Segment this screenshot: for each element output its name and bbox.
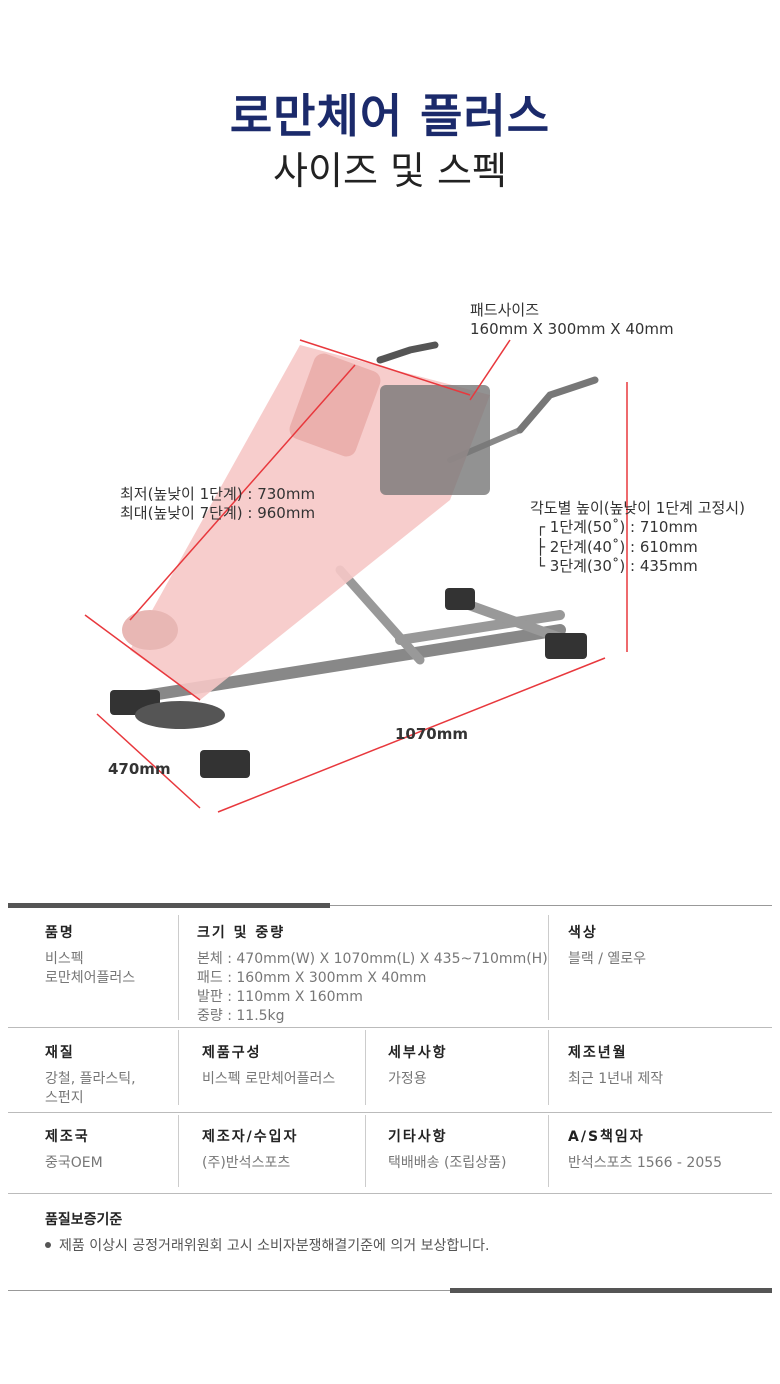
spec-value: 블랙 / 옐로우 [568,951,647,967]
quality-guarantee: 품질보증기준 제품 이상시 공정거래위원회 고시 소비자분쟁해결기준에 의거 보… [45,1209,489,1256]
length-arrow [217,657,606,813]
spec-value: 최근 1년내 제작 [568,1071,664,1087]
spec-heading: A/S책임자 [568,1129,645,1145]
spec-heading: 제조국 [45,1129,90,1145]
divider [178,1030,179,1105]
page-title: 로만체어 플러스 [229,89,551,143]
divider [178,1115,179,1187]
divider [178,915,179,1020]
angle-step-3: └ 3단계(30˚) : 435mm [536,557,698,575]
spec-value: 반석스포츠 1566 - 2055 [568,1155,723,1171]
divider [548,1030,549,1105]
quality-text: 제품 이상시 공정거래위원회 고시 소비자분쟁해결기준에 의거 보상합니다. [59,1238,490,1254]
roman-chair-image [110,341,599,778]
quality-heading: 품질보증기준 [45,1212,123,1228]
bullet-icon [45,1242,51,1248]
product-diagram [84,339,628,813]
divider [8,1027,772,1028]
angle-title: 각도별 높이(높낮이 1단계 고정시) [530,499,745,517]
spec-heading: 세부사항 [388,1045,448,1061]
width-label: 470mm [108,760,171,778]
divider [365,1115,366,1187]
spec-heading: 품명 [45,925,75,941]
width-arrow [96,713,201,809]
divider [8,1112,772,1113]
divider [365,1030,366,1105]
spec-value: 강철, 플라스틱, 스펀지 [45,1071,136,1106]
spec-value: (주)반석스포츠 [202,1155,291,1171]
spec-value: 중국OEM [45,1155,103,1171]
spec-heading: 색상 [568,925,598,941]
dimension-lines [84,339,628,813]
spec-value: 택배배송 (조립상품) [388,1155,507,1171]
angle-step-2: ├ 2단계(40˚) : 610mm [536,538,698,556]
pad-label: 패드사이즈 [470,301,540,319]
divider [548,1115,549,1187]
spec-maker: 제조자/수입자 (주)반석스포츠 [202,1126,298,1173]
page-subtitle: 사이즈 및 스펙 [273,149,507,193]
spec-heading: 제품구성 [202,1045,262,1061]
spec-heading: 재질 [45,1045,75,1061]
spec-value: 가정용 [388,1071,427,1087]
height-max: 최대(높낮이 7단계) : 960mm [120,504,316,522]
spec-value: 본체 : 470mm(W) X 1070mm(L) X 435~710mm(H)… [197,951,548,1024]
spec-value: 비스펙 로만체어플러스 [45,951,136,986]
divider [8,1290,772,1291]
spec-heading: 크기 및 중량 [197,925,286,941]
divider [548,915,549,1020]
pad-size: 160mm X 300mm X 40mm [470,320,674,338]
spec-heading: 제조자/수입자 [202,1129,299,1145]
length-label: 1070mm [395,725,469,743]
divider-accent [450,1288,772,1293]
divider [8,1193,772,1194]
angle-step-1: ┌ 1단계(50˚) : 710mm [536,518,698,536]
spec-heading: 기타사항 [388,1129,448,1145]
divider-accent [8,903,330,908]
divider [8,905,772,906]
spec-heading: 제조년월 [568,1045,628,1061]
spec-value: 비스펙 로만체어플러스 [202,1071,336,1087]
height-min: 최저(높낮이 1단계) : 730mm [120,485,316,503]
